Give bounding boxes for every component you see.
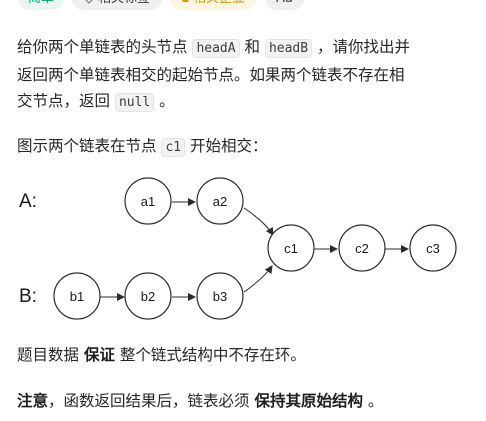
guarantee-line: 题目数据 保证 整个链式结构中不存在环。 <box>17 346 306 364</box>
svg-text:b3: b3 <box>213 289 227 304</box>
headB-code: headB <box>264 39 313 58</box>
tag-icon: ◇ <box>84 0 94 10</box>
related-topics-label: 相关标签 <box>98 0 150 10</box>
related-topics-tag[interactable]: ◇ 相关标签 <box>72 0 163 10</box>
svg-text:c2: c2 <box>355 241 369 256</box>
lock-icon: 🔒︎ <box>182 0 189 10</box>
linked-list-diagram: A: B: a1 a2 b1 b2 b3 c1 c2 c3 <box>19 177 457 320</box>
svg-text:a1: a1 <box>141 194 155 209</box>
edge-b3-c1 <box>243 265 273 293</box>
difficulty-tag[interactable]: 简单 <box>18 0 65 10</box>
description-line-1: 给你两个单链表的头节点 headA 和 headB ，请你找出并 <box>17 38 411 58</box>
null-code: null <box>114 93 155 112</box>
headA-code: headA <box>192 39 240 58</box>
svg-text:c1: c1 <box>284 241 298 256</box>
node-c3: c3 <box>409 224 457 272</box>
svg-text:a2: a2 <box>213 194 227 209</box>
tag-bar: 简单 ◇ 相关标签 🔒︎ 相关企业 Aa <box>18 0 304 10</box>
companies-tag[interactable]: 🔒︎ 相关企业 <box>170 0 257 10</box>
list-a-label: A: <box>19 191 37 212</box>
companies-label: 相关企业 <box>193 0 245 10</box>
c1-code: c1 <box>161 138 186 157</box>
svg-text:b1: b1 <box>70 289 84 304</box>
node-c2: c2 <box>338 224 386 272</box>
list-b-label: B: <box>19 286 37 307</box>
edges <box>100 198 409 301</box>
node-b3: b3 <box>196 272 244 320</box>
description-line-2: 返回两个单链表相交的起始节点。如果两个链表不存在相 <box>17 66 405 84</box>
edge-a2-c1 <box>243 207 274 236</box>
svg-text:b2: b2 <box>141 289 155 304</box>
node-a2: a2 <box>196 177 244 225</box>
node-b1: b1 <box>53 272 101 320</box>
font-size-button[interactable]: Aa <box>264 0 304 10</box>
node-a1: a1 <box>124 177 172 225</box>
diagram-caption: 图示两个链表在节点 c1 开始相交： <box>17 137 268 157</box>
node-b2: b2 <box>124 272 172 320</box>
node-c1: c1 <box>267 224 315 272</box>
note-line: 注意，函数返回结果后，链表必须 保持其原始结构 。 <box>17 392 384 410</box>
svg-text:c3: c3 <box>426 241 440 256</box>
description-line-3: 交节点，返回 null 。 <box>17 92 175 112</box>
